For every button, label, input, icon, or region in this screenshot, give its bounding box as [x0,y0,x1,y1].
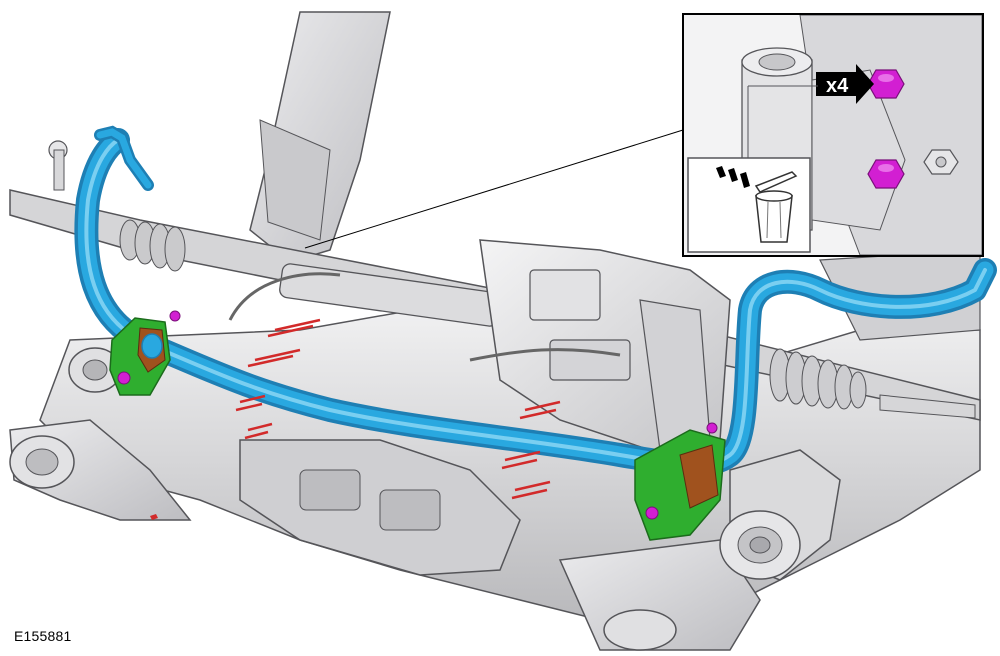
callout-leader-line [304,129,684,249]
section-break-lines [235,318,561,500]
quantity-label: x4 [826,75,849,97]
bolt-icon-second [867,159,905,189]
trash-can-icon [754,171,798,243]
stabilizer-bar [74,125,997,477]
bolt-right-lower [645,506,659,520]
figure-id-label: E155881 [14,628,72,644]
marker-dot [150,514,158,520]
bolt-left-lower [117,371,131,385]
power-steering-motor [228,239,731,451]
bolt-right-upper [706,422,718,434]
callout-grey-bolt [923,149,959,175]
quantity-arrow: x4 [816,64,874,104]
bolt-icon [867,69,905,99]
discard-motion-icon [716,166,750,188]
subframe-mount-right [603,449,841,651]
bolt-left-upper [169,310,181,322]
subframe-mount-left [9,347,122,489]
